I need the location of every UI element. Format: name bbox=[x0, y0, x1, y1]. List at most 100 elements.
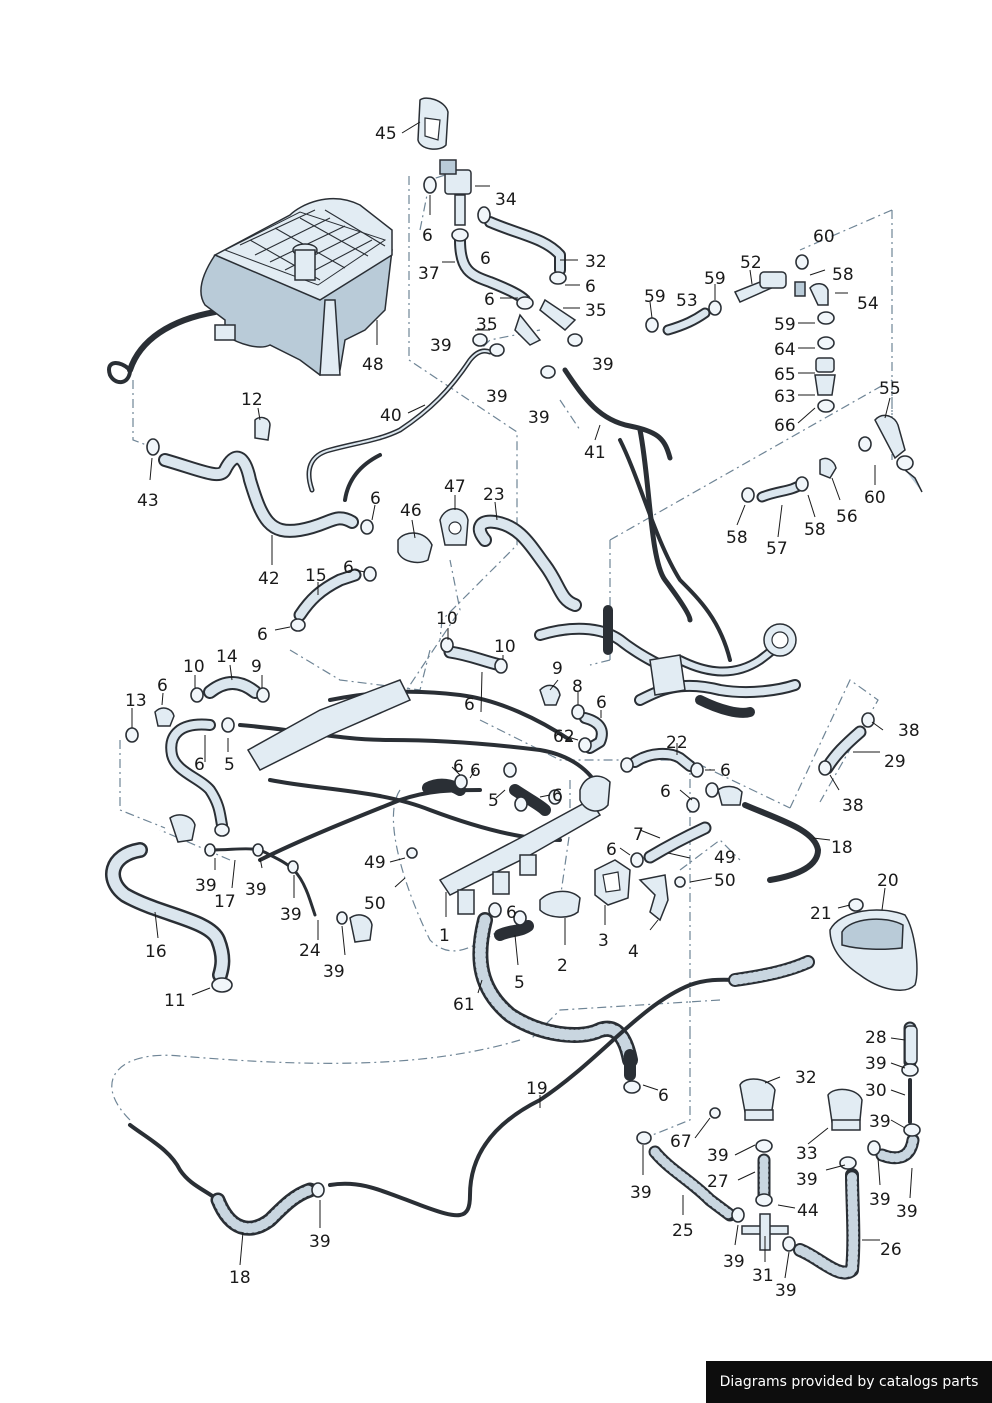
callout: 39 bbox=[528, 408, 550, 428]
catalog-credit-banner: Diagrams provided by catalogs parts bbox=[706, 1361, 992, 1403]
callout: 29 bbox=[884, 752, 906, 772]
callout: 58 bbox=[804, 520, 826, 540]
callout: 6 bbox=[552, 786, 563, 806]
callout: 37 bbox=[418, 264, 440, 284]
callout: 6 bbox=[257, 625, 268, 645]
callout: 30 bbox=[865, 1081, 887, 1101]
callout: 33 bbox=[796, 1144, 818, 1164]
callout: 40 bbox=[380, 406, 402, 426]
callout: 39 bbox=[796, 1170, 818, 1190]
callout: 56 bbox=[836, 507, 858, 527]
callout: 6 bbox=[157, 676, 168, 696]
callout: 39 bbox=[775, 1281, 797, 1301]
callout: 6 bbox=[606, 840, 617, 860]
callout: 10 bbox=[183, 657, 205, 677]
callout: 35 bbox=[585, 301, 607, 321]
callout: 60 bbox=[813, 227, 835, 247]
callout: 38 bbox=[842, 796, 864, 816]
callout: 27 bbox=[707, 1172, 729, 1192]
callout: 26 bbox=[880, 1240, 902, 1260]
callout: 39 bbox=[869, 1190, 891, 1210]
callout: 59 bbox=[644, 287, 666, 307]
callout: 50 bbox=[714, 871, 736, 891]
leader-lines bbox=[131, 121, 913, 1279]
callout: 23 bbox=[483, 485, 505, 505]
callout: 63 bbox=[774, 387, 796, 407]
callout: 6 bbox=[720, 761, 731, 781]
callout: 41 bbox=[584, 443, 606, 463]
callout: 38 bbox=[898, 721, 920, 741]
callout: 39 bbox=[865, 1054, 887, 1074]
callout: 6 bbox=[658, 1086, 669, 1106]
callout: 15 bbox=[305, 566, 327, 586]
hose-lines bbox=[105, 216, 920, 1280]
callout: 6 bbox=[585, 277, 596, 297]
credit-text: Diagrams provided by catalogs parts bbox=[719, 1374, 979, 1390]
callout: 6 bbox=[453, 757, 464, 777]
callout: 17 bbox=[214, 892, 236, 912]
callout: 45 bbox=[375, 124, 397, 144]
callout: 5 bbox=[224, 755, 235, 775]
callout: 64 bbox=[774, 340, 796, 360]
callout: 5 bbox=[488, 791, 499, 811]
callout: 1 bbox=[439, 926, 450, 946]
callout: 39 bbox=[707, 1146, 729, 1166]
callout: 59 bbox=[774, 315, 796, 335]
callout: 3 bbox=[598, 931, 609, 951]
callout: 47 bbox=[444, 477, 466, 497]
callout: 67 bbox=[670, 1132, 692, 1152]
callout: 9 bbox=[251, 657, 262, 677]
callout-labels: 45 34 6 37 6 32 6 6 35 35 39 39 39 39 48… bbox=[125, 124, 920, 1301]
callout: 46 bbox=[400, 501, 422, 521]
callout: 18 bbox=[229, 1268, 251, 1288]
callout: 59 bbox=[704, 269, 726, 289]
callout: 39 bbox=[723, 1252, 745, 1272]
callout: 39 bbox=[896, 1202, 918, 1222]
callout: 60 bbox=[864, 488, 886, 508]
callout: 6 bbox=[370, 489, 381, 509]
callout: 44 bbox=[797, 1201, 819, 1221]
callout: 10 bbox=[494, 637, 516, 657]
callout: 39 bbox=[592, 355, 614, 375]
callout: 39 bbox=[630, 1183, 652, 1203]
callout: 7 bbox=[633, 825, 644, 845]
callout: 42 bbox=[258, 569, 280, 589]
callout: 5 bbox=[514, 973, 525, 993]
callout: 10 bbox=[436, 609, 458, 629]
callout: 55 bbox=[879, 379, 901, 399]
callout: 54 bbox=[857, 294, 879, 314]
callout: 6 bbox=[470, 761, 481, 781]
callout: 65 bbox=[774, 365, 796, 385]
callout: 49 bbox=[714, 848, 736, 868]
callout: 58 bbox=[726, 528, 748, 548]
callout: 12 bbox=[241, 390, 263, 410]
callout: 58 bbox=[832, 265, 854, 285]
callout: 4 bbox=[628, 942, 639, 962]
callout: 39 bbox=[309, 1232, 331, 1252]
callout: 20 bbox=[877, 871, 899, 891]
hose-clamps bbox=[125, 176, 921, 1252]
callout: 39 bbox=[245, 880, 267, 900]
callout: 35 bbox=[476, 315, 498, 335]
callout: 6 bbox=[464, 695, 475, 715]
callout: 24 bbox=[299, 941, 321, 961]
callout: 28 bbox=[865, 1028, 887, 1048]
callout: 25 bbox=[672, 1221, 694, 1241]
callout: 11 bbox=[164, 991, 186, 1011]
callout: 32 bbox=[585, 252, 607, 272]
callout: 34 bbox=[495, 190, 517, 210]
callout: 18 bbox=[831, 838, 853, 858]
callout: 39 bbox=[195, 876, 217, 896]
callout: 61 bbox=[453, 995, 475, 1015]
components bbox=[154, 97, 923, 1251]
callout: 6 bbox=[480, 249, 491, 269]
callout: 6 bbox=[194, 755, 205, 775]
callout: 48 bbox=[362, 355, 384, 375]
callout: 39 bbox=[486, 387, 508, 407]
callout: 9 bbox=[552, 659, 563, 679]
callout: 6 bbox=[506, 903, 517, 923]
callout: 52 bbox=[740, 253, 762, 273]
callout: 66 bbox=[774, 416, 796, 436]
callout: 39 bbox=[280, 905, 302, 925]
